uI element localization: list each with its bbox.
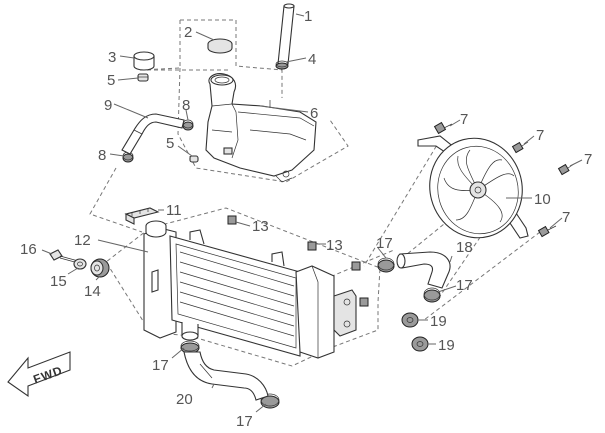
part-9-overflow-hose xyxy=(121,113,185,155)
callout-13-b: 13 xyxy=(326,237,343,254)
part-5-grommet-upper xyxy=(137,73,149,82)
callout-13-a: 13 xyxy=(252,218,269,235)
callout-9: 9 xyxy=(104,97,112,114)
part-17-hose-clamp-1 xyxy=(377,257,395,273)
callout-17-a: 17 xyxy=(376,235,393,252)
part-19-grommet-2 xyxy=(411,336,429,352)
callout-7-b: 7 xyxy=(536,127,544,144)
part-3-plug xyxy=(133,51,155,71)
part-7-bolt-1 xyxy=(433,121,453,135)
radiator-fins xyxy=(179,251,295,337)
callout-14: 14 xyxy=(84,283,101,300)
part-18-upper-hose xyxy=(396,251,451,289)
part-10-cooling-fan xyxy=(417,135,529,239)
leader-lines xyxy=(41,13,583,413)
callout-4: 4 xyxy=(308,51,316,68)
part-4-clamp xyxy=(275,60,289,70)
part-11-bracket xyxy=(124,207,160,225)
callout-12: 12 xyxy=(74,232,91,249)
callout-5-upper: 5 xyxy=(107,72,115,89)
part-8-clamp-upper xyxy=(182,119,194,131)
callout-17-b: 17 xyxy=(456,277,473,294)
part-17-hose-clamp-3 xyxy=(180,340,200,354)
part-2-reservoir-cap xyxy=(207,38,233,54)
callout-2: 2 xyxy=(184,24,192,41)
callout-3: 3 xyxy=(108,49,116,66)
part-13-clip-left xyxy=(227,215,237,225)
callout-6: 6 xyxy=(310,105,318,122)
part-6-coolant-reservoir xyxy=(205,73,317,183)
callout-8-upper: 8 xyxy=(182,97,190,114)
callout-17-c: 17 xyxy=(152,357,169,374)
forward-direction-arrow: FWD xyxy=(7,351,71,398)
callout-19-a: 19 xyxy=(430,313,447,330)
part-7-bolt-4 xyxy=(537,225,557,238)
callout-7-a: 7 xyxy=(460,111,468,128)
callout-20: 20 xyxy=(176,391,193,408)
part-16-bolt xyxy=(49,249,83,265)
callout-10: 10 xyxy=(534,191,551,208)
part-15-washer xyxy=(73,258,87,270)
part-13-clip-right xyxy=(307,241,369,307)
callout-7-d: 7 xyxy=(562,209,570,226)
callout-19-b: 19 xyxy=(438,337,455,354)
callout-labels: 1 2 3 4 5 5 6 7 7 7 7 8 8 9 10 11 12 13 … xyxy=(20,8,592,430)
callout-5-lower: 5 xyxy=(166,135,174,152)
part-17-hose-clamp-2 xyxy=(423,287,441,303)
callout-17-d: 17 xyxy=(236,413,253,430)
part-1-breather-tube xyxy=(277,3,295,65)
part-7-bolt-2 xyxy=(511,141,529,154)
callout-16: 16 xyxy=(20,241,37,258)
callout-15: 15 xyxy=(50,273,67,290)
part-14-grommet xyxy=(90,258,110,278)
part-19-grommet-1 xyxy=(401,312,419,328)
callout-7-c: 7 xyxy=(584,151,592,168)
callout-1: 1 xyxy=(304,8,312,25)
callout-18: 18 xyxy=(456,239,473,256)
part-12-radiator xyxy=(143,220,357,359)
part-5-grommet-lower xyxy=(189,155,199,163)
callout-8-lower: 8 xyxy=(98,147,106,164)
part-20-lower-hose xyxy=(183,351,269,401)
callout-11: 11 xyxy=(166,202,182,219)
